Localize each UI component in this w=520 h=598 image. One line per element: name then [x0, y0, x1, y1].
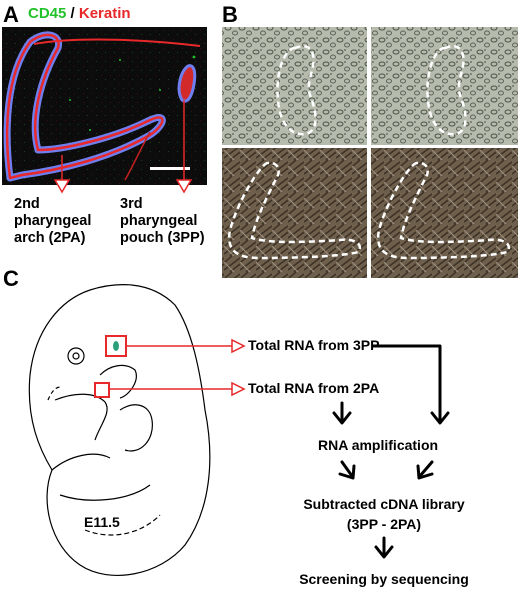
label-2pa-line2: pharyngeal	[14, 213, 92, 229]
label-3pp-line1: 3rd	[120, 196, 143, 212]
panel-a-micrograph	[2, 27, 207, 185]
stain-keratin: Keratin	[78, 5, 131, 22]
panel-b-micrographs	[222, 27, 518, 278]
stain-separator: /	[66, 5, 79, 22]
scale-bar	[150, 167, 190, 170]
label-2pa-line1: 2nd	[14, 196, 40, 212]
screening: Screening by sequencing	[299, 571, 469, 587]
library-line2: (3PP - 2PA)	[346, 516, 422, 532]
3pp-outline	[177, 64, 197, 103]
rna-amplification: RNA amplification	[318, 437, 439, 453]
total-rna-2pa: Total RNA from 2PA	[248, 380, 380, 396]
label-3pp-line3: pouch (3PP)	[120, 230, 205, 246]
panel-a-letter: A	[3, 2, 19, 27]
2pa-outline-core	[5, 33, 164, 180]
panel-a-arrows	[53, 100, 193, 194]
library-line1: Subtracted cDNA library	[303, 496, 465, 512]
total-rna-3pp: Total RNA from 3PP	[248, 337, 380, 353]
stain-cd45: CD45	[28, 5, 67, 22]
stain-legend: CD45 / Keratin	[28, 5, 131, 22]
panel-b-letter: B	[222, 2, 238, 27]
label-3pp: 3rd pharyngeal pouch (3PP)	[120, 196, 205, 247]
label-2pa: 2nd pharyngeal arch (2PA)	[14, 196, 91, 247]
embryo-connectors	[109, 338, 246, 397]
panel-c-letter: C	[3, 266, 19, 291]
stage-label: E11.5	[84, 514, 120, 530]
embryo-drawing	[28, 284, 211, 576]
embryo-boxes	[94, 335, 127, 398]
3pp-mark	[113, 341, 119, 351]
label-2pa-line3: arch (2PA)	[14, 230, 86, 246]
label-3pp-line2: pharyngeal	[120, 213, 198, 229]
flow-arrows	[332, 344, 450, 559]
